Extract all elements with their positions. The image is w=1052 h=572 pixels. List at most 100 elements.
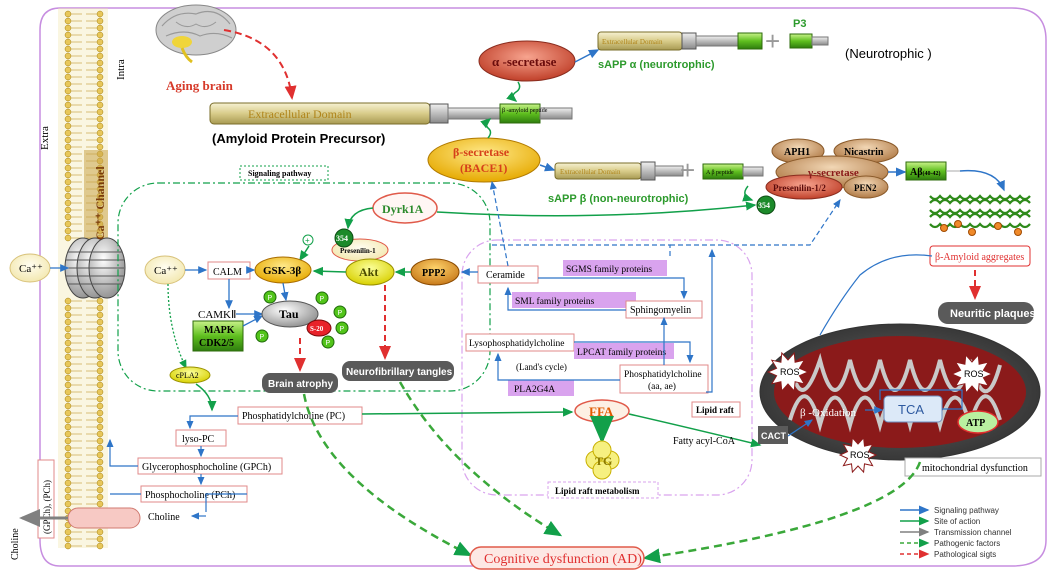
sml-label: SML family proteins — [515, 296, 595, 307]
alpha-secretase — [478, 40, 576, 82]
choline-transporter — [67, 507, 141, 529]
plus-icon-glyph: + — [305, 236, 310, 245]
pc-label: Phosphatidylcholine (PC) — [242, 411, 345, 422]
app-caption: (Amyloid Protein Precursor) — [212, 131, 385, 146]
pc-aa-ae — [619, 364, 709, 394]
calcium-channel — [64, 150, 126, 299]
ros-label-1: ROS — [780, 367, 800, 377]
neuritic-plaques-label: Neuritic plaques — [950, 308, 1036, 320]
mapk-label: MAPK — [204, 325, 235, 336]
sapp-beta-fragment — [554, 161, 684, 181]
lpcat-label: LPCAT family proteins — [577, 347, 666, 358]
neurofibrillary-tangles — [342, 361, 454, 381]
sapp-alpha-label: sAPP α (neurotrophic) — [598, 59, 715, 71]
phosphate-group — [315, 291, 329, 305]
akt-label: Akt — [359, 265, 378, 279]
sml-proteins — [512, 292, 636, 308]
lipid-raft-metabolism-title-box — [547, 481, 659, 499]
presenilin-1-label: Presenilin-1 — [340, 247, 376, 255]
phosphosite-354-right-label: 354 — [758, 201, 770, 210]
cognitive-dysfunction — [469, 546, 645, 570]
calcium-channel-label: Ca⁺⁺ Channel — [93, 166, 107, 240]
pen2-label: PEN2 — [854, 183, 877, 193]
extra-label: Extra — [39, 126, 51, 150]
s20-site — [306, 319, 332, 337]
alpha-secretase-label: α -secretase — [492, 54, 557, 69]
lands-cycle-label: (Land's cycle) — [516, 362, 567, 372]
legend-label: Pathological sigts — [934, 550, 996, 559]
phosphate-group-label: P — [260, 334, 265, 341]
signaling-pathway-title-box — [239, 165, 329, 181]
fatty-acyl-coa-label: Fatty acyl-CoA — [673, 436, 736, 447]
lipid-raft-metabolism-title: Lipid raft metabolism — [555, 486, 640, 496]
gsk3b-label: GSK-3β — [263, 265, 301, 277]
legend-label: Transmission channel — [934, 528, 1012, 537]
amyloid-fibrils — [929, 194, 1031, 236]
pc-aa-ae-line1: Phosphatidylcholine — [624, 370, 702, 380]
legend-label: Signaling pathway — [934, 506, 999, 515]
lpcat-proteins — [574, 343, 674, 359]
calm-label: CALM — [213, 267, 242, 278]
nicastrin-label: Nicastrin — [844, 147, 884, 158]
phosphosite-354-right — [756, 195, 776, 215]
atp — [957, 410, 999, 434]
sapp-beta-extracellular: Extracellular Domain — [560, 168, 621, 176]
sapp-beta-label: sAPP β (non-neurotrophic) — [548, 193, 689, 205]
tca-label: TCA — [898, 402, 924, 417]
ros-label-2: ROS — [964, 369, 984, 379]
legend-label: Pathogenic factors — [934, 539, 1000, 548]
lyso-pc-label: lyso-PC — [182, 434, 215, 445]
plus-icon — [302, 234, 314, 246]
atp-label: ATP — [966, 418, 985, 429]
aph1-label: APH1 — [784, 147, 810, 158]
beta-secretase-bace1 — [427, 137, 541, 183]
mito-dysfunction-label: mitochondrial dysfunction — [922, 463, 1028, 474]
aging-to-app-arrow — [223, 29, 297, 100]
beta-amyloid-aggregates-label: β-Amyloid aggregates — [935, 252, 1024, 263]
signaling-pathway-title: Signaling pathway — [248, 169, 311, 178]
gpch-pch-vertical-label: (GPCh), (PCh) — [42, 480, 52, 534]
ffa-label: FFA — [589, 404, 614, 419]
phosphate-group-label: P — [268, 295, 273, 302]
phosphate-group-label: P — [338, 310, 343, 317]
tau-label: Tau — [279, 307, 299, 321]
choline-out-label: Choline — [10, 528, 21, 560]
camkii-label: CAMKⅡ — [198, 309, 236, 321]
triglyceride-cluster — [585, 440, 620, 480]
calcium-ion-intracellular-label: Ca⁺⁺ — [154, 265, 178, 277]
pla2g4a-label: PLA2G4A — [514, 385, 555, 395]
pc-aa-ae-line2: (aa, ae) — [648, 381, 676, 392]
abeta-peptide-label: A β peptide — [706, 170, 734, 176]
phosphate-group-label: P — [320, 296, 325, 303]
phosphate-group — [255, 329, 269, 343]
cpla2-label: cPLA2 — [176, 371, 199, 380]
brain-atrophy — [262, 373, 338, 393]
cdk25-label: CDK2/5 — [199, 338, 234, 349]
ros-burst-3 — [838, 436, 878, 474]
calcium-ion-extracellular-label: Ca⁺⁺ — [19, 263, 43, 275]
brain-icon — [155, 4, 237, 64]
cact-transporter — [758, 426, 788, 444]
neurofibrillary-tangles-label: Neurofibrillary tangles — [346, 367, 453, 378]
lipid-raft-label: Lipid raft — [696, 405, 734, 415]
beta-oxidation-label: β -Oxidation — [800, 407, 857, 419]
neuritic-plaques — [938, 302, 1034, 324]
dyrk1a-label: Dyrk1A — [382, 202, 424, 216]
phosphosite-354-left — [334, 228, 354, 248]
phosphate-group — [333, 305, 347, 319]
ros-burst-2 — [950, 353, 994, 395]
phosphate-group — [335, 321, 349, 335]
tau — [261, 300, 319, 328]
lipid-raft — [691, 401, 741, 418]
phosphate-group-label: P — [326, 340, 331, 347]
ros-burst-1 — [766, 351, 810, 393]
ros-label-3: ROS — [850, 450, 870, 460]
p3-label: P3 — [793, 18, 806, 30]
phosphate-group — [321, 335, 335, 349]
plus-sign-mid: + — [680, 155, 695, 185]
sgms-label: SGMS family proteins — [566, 264, 652, 275]
amyloid-precursor-protein — [209, 102, 573, 125]
sapp-alpha-extracellular: Extracellular Domain — [602, 38, 663, 46]
